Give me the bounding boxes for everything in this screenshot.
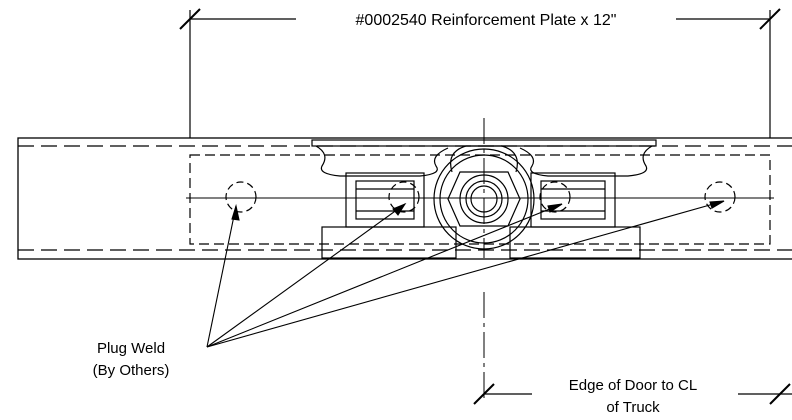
bottom-dimension-tick-right — [769, 383, 791, 405]
leader-arrow-3 — [547, 203, 563, 213]
base-plate-right — [509, 226, 641, 259]
bearing-block-right-inner — [540, 180, 606, 220]
plug-weld-hole-2 — [388, 181, 420, 213]
plug-weld-hole-4 — [704, 181, 736, 213]
reinforcement-plate — [189, 154, 771, 245]
bottom-dimension-label: Edge of Door to CL — [569, 377, 697, 394]
leader-arrow-2 — [392, 202, 407, 216]
top-dimension-label: #0002540 Reinforcement Plate x 12" — [356, 12, 617, 29]
wheel-flange-right — [519, 145, 653, 177]
plug-weld-hole-3 — [539, 181, 571, 213]
plug-weld-leaders — [206, 200, 725, 348]
hub-outer — [433, 148, 535, 250]
axle-inner — [465, 180, 503, 218]
bottom-dimension-tick-left — [473, 383, 495, 405]
top-dimension-tick-right — [759, 8, 781, 30]
top-dimension-tick-left — [179, 8, 201, 30]
base-plate-left — [321, 226, 457, 259]
hub-ring — [439, 154, 529, 244]
bottom-dimension — [473, 383, 792, 405]
axle-outer — [459, 174, 509, 224]
axle-core — [470, 185, 498, 213]
plug-weld-sublabel: (By Others) — [93, 362, 170, 379]
bearing-block-left-inner — [355, 180, 415, 220]
plug-weld-hole-1 — [225, 181, 257, 213]
channel-body — [17, 137, 792, 260]
truck-assembly — [311, 139, 657, 259]
channel-outline — [17, 137, 792, 260]
plug-weld-label: Plug Weld — [97, 340, 165, 357]
bottom-dimension-sublabel: of Truck — [606, 399, 660, 416]
leader-arrow-1 — [231, 203, 240, 221]
leader-arrow-4 — [709, 200, 725, 209]
wheel-flange-left — [315, 145, 449, 177]
top-dimension — [179, 8, 781, 138]
plug-weld-holes — [225, 181, 736, 213]
